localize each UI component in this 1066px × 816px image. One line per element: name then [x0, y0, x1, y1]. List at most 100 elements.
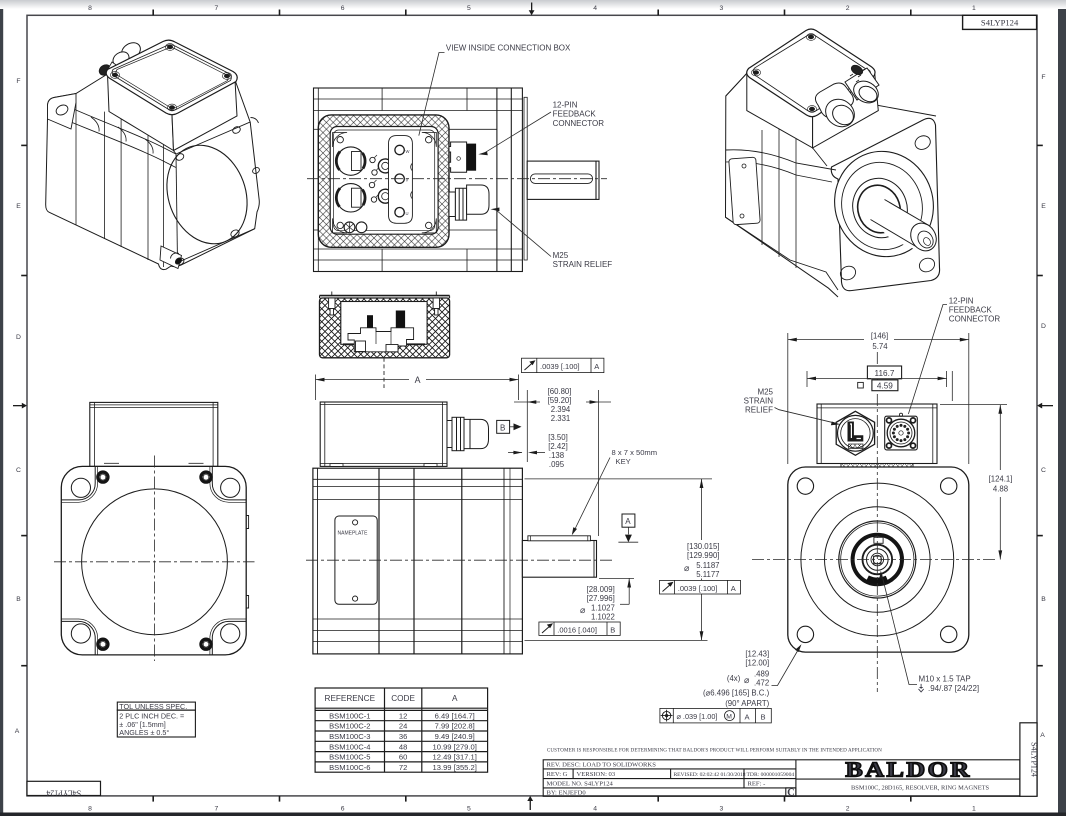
svg-text:STRAIN RELIEF: STRAIN RELIEF: [553, 260, 613, 269]
svg-text:7: 7: [215, 5, 219, 12]
svg-text:STRAIN: STRAIN: [744, 397, 774, 406]
svg-text:9.49 [240.9]: 9.49 [240.9]: [435, 732, 475, 741]
svg-text:⌀: ⌀: [580, 605, 586, 615]
svg-text:S4LYP124: S4LYP124: [981, 18, 1019, 28]
svg-text:U: U: [406, 211, 409, 216]
svg-text:A: A: [625, 517, 631, 526]
svg-text:B: B: [500, 423, 505, 432]
svg-text:[129.990]: [129.990]: [687, 551, 720, 560]
svg-text:MODEL NO. S4LYP124: MODEL NO. S4LYP124: [547, 781, 614, 788]
svg-text:B: B: [16, 596, 21, 603]
svg-text:REF: -: REF: -: [748, 781, 766, 788]
svg-text:5: 5: [467, 5, 471, 12]
svg-text:[130.015]: [130.015]: [687, 542, 720, 551]
svg-text:F: F: [1041, 74, 1045, 81]
svg-text:13.99 [355.2]: 13.99 [355.2]: [433, 763, 477, 772]
svg-text:BY: ENJEFD0: BY: ENJEFD0: [547, 790, 587, 797]
svg-text:E: E: [1041, 203, 1046, 210]
svg-text:A: A: [594, 362, 599, 371]
svg-text:REFERENCE: REFERENCE: [325, 694, 376, 703]
svg-text:.0016 [.040]: .0016 [.040]: [557, 625, 597, 634]
svg-text:FEEDBACK: FEEDBACK: [553, 110, 597, 119]
svg-text:2: 2: [846, 5, 850, 12]
svg-text:RELIEF: RELIEF: [745, 406, 773, 415]
svg-text:8 x 7 x 50mm: 8 x 7 x 50mm: [612, 448, 658, 457]
svg-text:[12.00]: [12.00]: [745, 658, 769, 667]
svg-text:3: 3: [720, 5, 724, 12]
svg-text:BSM100C-4: BSM100C-4: [329, 742, 370, 751]
svg-text:1.1022: 1.1022: [591, 613, 615, 622]
svg-text:7: 7: [215, 805, 219, 812]
svg-text:NAMEPLATE: NAMEPLATE: [338, 531, 369, 537]
svg-text:[28.009]: [28.009]: [587, 585, 615, 594]
svg-text:12.49 [317.1]: 12.49 [317.1]: [433, 753, 477, 762]
svg-text:A: A: [745, 712, 751, 721]
svg-text:.0039 [.100]: .0039 [.100]: [678, 584, 718, 593]
svg-text:.0039 [.100]: .0039 [.100]: [540, 362, 580, 371]
svg-text:12-PIN: 12-PIN: [553, 101, 578, 110]
svg-text:12: 12: [399, 711, 407, 720]
svg-text:BALDOR: BALDOR: [845, 759, 971, 782]
svg-text:B: B: [610, 625, 615, 634]
svg-text:BSM100C-3: BSM100C-3: [329, 732, 370, 741]
svg-text:2 PLC INCH DEC. =: 2 PLC INCH DEC. =: [119, 712, 184, 721]
svg-text:72: 72: [399, 763, 407, 772]
svg-text:8: 8: [88, 805, 92, 812]
svg-text:BSM100C, 28D165, RESOLVER, RIN: BSM100C, 28D165, RESOLVER, RING MAGNETS: [851, 784, 990, 791]
svg-text:BSM100C-2: BSM100C-2: [329, 722, 370, 731]
svg-text:6: 6: [341, 805, 345, 812]
svg-text:.472: .472: [754, 679, 769, 688]
svg-text:FEEDBACK: FEEDBACK: [949, 306, 993, 315]
svg-text:W: W: [406, 149, 410, 154]
svg-text:1: 1: [972, 805, 976, 812]
svg-text:10.99 [279.0]: 10.99 [279.0]: [433, 742, 477, 751]
svg-text:D: D: [1041, 323, 1046, 330]
svg-text:(90° APART): (90° APART): [725, 699, 769, 708]
svg-text:12-PIN: 12-PIN: [949, 297, 974, 306]
svg-text:REVISED: 02:02:42 01/30/2018: REVISED: 02:02:42 01/30/2018: [674, 772, 746, 778]
svg-text:BSM100C-6: BSM100C-6: [329, 763, 370, 772]
svg-text:M25: M25: [553, 251, 569, 260]
svg-text:M10 x 1.5 TAP: M10 x 1.5 TAP: [919, 675, 971, 684]
svg-text:CONNECTOR: CONNECTOR: [949, 315, 1001, 324]
svg-text:M25: M25: [757, 388, 773, 397]
svg-text:B: B: [1041, 596, 1046, 603]
svg-text:8: 8: [88, 5, 92, 12]
svg-text:116.7: 116.7: [875, 369, 895, 378]
svg-text:B: B: [761, 712, 766, 721]
svg-text:(⌀6.496 [165] B.C.): (⌀6.496 [165] B.C.): [703, 689, 770, 698]
svg-text:60: 60: [399, 753, 407, 762]
svg-text:C: C: [16, 467, 21, 474]
svg-text:1.1027: 1.1027: [591, 604, 615, 613]
svg-text:[3.50]: [3.50]: [548, 433, 568, 442]
svg-text:5.74: 5.74: [872, 342, 888, 351]
svg-text:BSM100C-5: BSM100C-5: [329, 753, 370, 762]
svg-text:VERSION: 03: VERSION: 03: [577, 771, 616, 778]
svg-text:.94/.87 [24/22]: .94/.87 [24/22]: [928, 684, 979, 693]
svg-text:A: A: [15, 728, 20, 735]
svg-text:.138: .138: [549, 451, 564, 460]
svg-text:2.331: 2.331: [551, 414, 571, 423]
svg-text:TOL UNLESS SPEC.: TOL UNLESS SPEC.: [119, 702, 187, 711]
svg-text:3: 3: [720, 805, 724, 812]
svg-text:5.1187: 5.1187: [696, 561, 719, 570]
svg-text:.095: .095: [549, 460, 565, 469]
svg-text:6.49 [164.7]: 6.49 [164.7]: [435, 711, 475, 720]
svg-text:[146]: [146]: [871, 332, 888, 341]
svg-text:6: 6: [341, 5, 345, 12]
svg-text:[124.1]: [124.1]: [989, 475, 1013, 484]
svg-text:A: A: [452, 694, 458, 703]
svg-text:7.99 [202.8]: 7.99 [202.8]: [435, 722, 475, 731]
svg-text:TDR: 000001059004: TDR: 000001059004: [747, 772, 795, 778]
svg-text:4.59: 4.59: [877, 382, 893, 391]
svg-text:CUSTOMER IS RESPONSIBLE FOR DE: CUSTOMER IS RESPONSIBLE FOR DETERMINING …: [547, 748, 882, 754]
svg-text:KEY: KEY: [616, 457, 631, 466]
svg-text:CODE: CODE: [391, 694, 415, 703]
svg-text:C: C: [787, 788, 795, 799]
svg-text:A: A: [1040, 732, 1045, 739]
svg-text:± .06" [1.5mm]: ± .06" [1.5mm]: [119, 720, 165, 729]
svg-text:S4LYP124: S4LYP124: [46, 789, 81, 798]
svg-text:(4x): (4x): [727, 674, 741, 683]
svg-text:24: 24: [399, 722, 407, 731]
svg-text:S4LYP124: S4LYP124: [1029, 742, 1038, 777]
